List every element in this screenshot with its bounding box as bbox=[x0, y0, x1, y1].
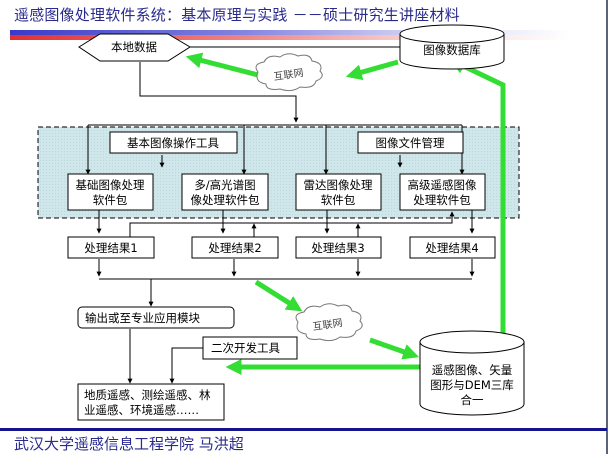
package-radar-line1: 雷达图像处理 bbox=[304, 178, 373, 192]
result-1: 处理结果1 bbox=[67, 236, 155, 259]
file-management-node: 图像文件管理 bbox=[357, 131, 464, 154]
applications-line2: 业遥感、环境遥感…… bbox=[84, 403, 199, 417]
package-radar-line2: 软件包 bbox=[321, 193, 356, 207]
title-gradient-stripe bbox=[10, 30, 570, 40]
result-2-label: 处理结果2 bbox=[208, 241, 261, 255]
internet-cloud-bottom: 互联网 bbox=[295, 303, 363, 342]
local-data-label: 本地数据 bbox=[111, 40, 157, 54]
result-4: 处理结果4 bbox=[409, 236, 496, 259]
basic-tools-label: 基本图像操作工具 bbox=[127, 136, 219, 150]
internet-cloud-bottom-label: 互联网 bbox=[312, 317, 343, 333]
file-management-label: 图像文件管理 bbox=[376, 136, 445, 150]
internet-cloud-top-label: 互联网 bbox=[273, 67, 304, 83]
package-advanced-line2: 处理软件包 bbox=[413, 193, 471, 207]
result-4-label: 处理结果4 bbox=[425, 241, 478, 255]
integrated-database-node: 遥感图像、矢量 图形与DEM三库 合一 bbox=[419, 330, 525, 416]
integrated-database-line3: 合一 bbox=[461, 393, 484, 407]
result-3-label: 处理结果3 bbox=[311, 241, 364, 255]
stripe-blue bbox=[10, 30, 570, 35]
package-advanced: 高级遥感图像 处理软件包 bbox=[399, 173, 486, 211]
image-database-label: 图像数据库 bbox=[423, 43, 481, 57]
page-title: 遥感图像处理软件系统：基本原理与实践 －－硕士研究生讲座材料 bbox=[14, 6, 460, 24]
applications-line1: 地质遥感、测绘遥感、林 bbox=[84, 388, 211, 402]
footer-text: 武汉大学遥感信息工程学院 马洪超 bbox=[14, 435, 244, 453]
internet-cloud-top: 互联网 bbox=[255, 53, 323, 92]
stripe-red bbox=[10, 35, 570, 40]
package-radar: 雷达图像处理 软件包 bbox=[295, 173, 382, 211]
package-basic: 基础图像处理 软件包 bbox=[67, 173, 154, 211]
package-basic-line2: 软件包 bbox=[93, 193, 128, 207]
green-flows bbox=[185, 52, 506, 376]
basic-tools-node: 基本图像操作工具 bbox=[109, 131, 238, 154]
result-2: 处理结果2 bbox=[191, 236, 279, 259]
integrated-database-line2: 图形与DEM三库 bbox=[430, 378, 514, 392]
footer-rule bbox=[0, 428, 607, 431]
package-hyperspectral-line1: 多/高光谱图 bbox=[194, 178, 255, 192]
result-3: 处理结果3 bbox=[295, 236, 382, 259]
output-module-node: 输出或至专业应用模块 bbox=[77, 306, 235, 329]
package-basic-line1: 基础图像处理 bbox=[76, 178, 145, 192]
integrated-database-line1: 遥感图像、矢量 bbox=[432, 363, 513, 377]
applications-node: 地质遥感、测绘遥感、林 业遥感、环境遥感…… bbox=[77, 383, 225, 421]
result-1-label: 处理结果1 bbox=[84, 241, 137, 255]
package-hyperspectral-line2: 像处理软件包 bbox=[191, 193, 260, 207]
secondary-dev-node: 二次开发工具 bbox=[202, 336, 298, 360]
slide-right-border bbox=[606, 0, 608, 454]
secondary-dev-label: 二次开发工具 bbox=[211, 341, 280, 355]
output-module-label: 输出或至专业应用模块 bbox=[85, 311, 200, 325]
package-hyperspectral: 多/高光谱图 像处理软件包 bbox=[181, 173, 269, 211]
local-data-node: 本地数据 bbox=[78, 33, 191, 62]
package-advanced-line1: 高级遥感图像 bbox=[408, 178, 477, 192]
image-database-node: 图像数据库 bbox=[399, 24, 505, 70]
